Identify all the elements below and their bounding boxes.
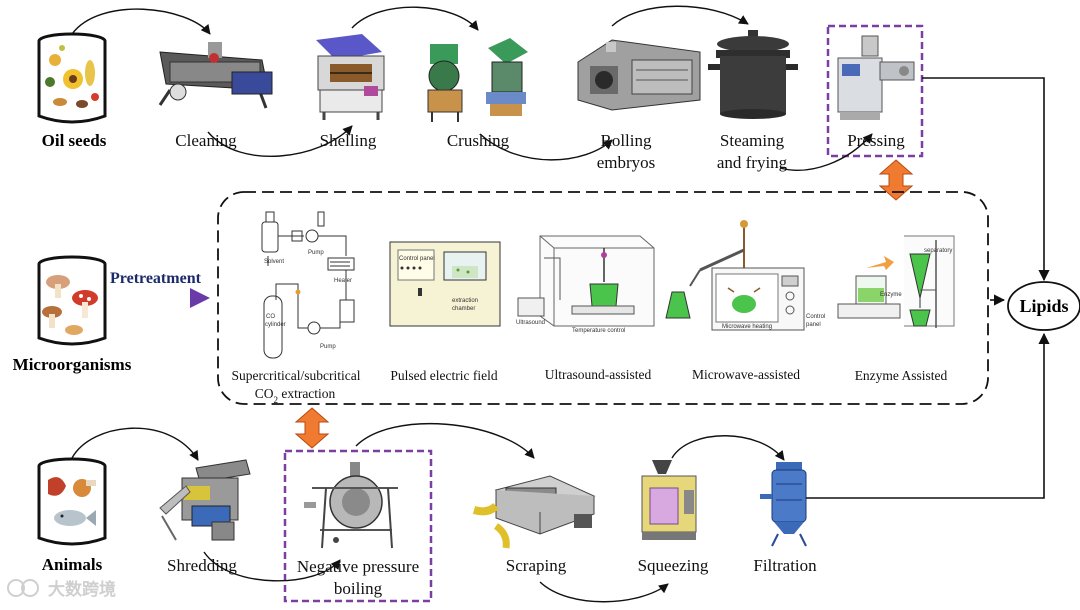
negative-pressure-highlight-box — [283, 449, 433, 603]
step-boiling-label: boiling — [334, 579, 383, 598]
source-microorganisms-bucket — [37, 255, 107, 346]
extraction-tiny-label: extraction — [452, 298, 478, 304]
flow-arrow-filtration-lipids — [806, 332, 1050, 499]
double-arrow-top-icon — [878, 159, 914, 201]
pump1-tiny-label: Pump — [308, 250, 324, 256]
filtration-unit-icon — [760, 462, 807, 547]
pretreatment-methods-container — [217, 191, 989, 405]
step-steaming-label: Steaming — [720, 131, 785, 150]
step-filtration-label: Filtration — [753, 556, 817, 575]
flow-arrow-squeezing-filtration — [671, 435, 785, 461]
press-machine-icon — [837, 35, 915, 120]
rolling-machine-icon — [577, 39, 701, 111]
separatory-tiny-label: separatory — [924, 248, 952, 254]
control-panel-tiny-label: Control panel — [399, 256, 435, 262]
microorganisms-label: Microorganisms — [13, 355, 132, 374]
step-pressing-label: Pressing — [847, 131, 905, 150]
enzyme-tiny-label: Enzyme — [880, 292, 902, 298]
step-rolling-label: Rolling — [600, 131, 652, 150]
animals-label: Animals — [42, 555, 103, 574]
crushing-machine-icon — [427, 38, 528, 122]
watermark-text: 大数跨境 — [48, 579, 116, 600]
method-ultrasound-label: Ultrasound-assisted — [545, 367, 652, 382]
steaming-pot-icon — [708, 30, 798, 119]
flow-arrow-steaming-pressing — [779, 133, 873, 171]
flow-arrow-rolling-steaming — [611, 5, 749, 27]
pretreatment-label: Pretreatment — [110, 270, 202, 287]
lipids-label: Lipids — [1019, 296, 1068, 316]
scraping-machine-icon — [472, 475, 596, 549]
ultrasound-assisted-device-icon — [517, 235, 655, 327]
mw-panel-tiny-label: panel — [806, 322, 821, 328]
step-squeezing-label: Squeezing — [638, 556, 709, 575]
double-arrow-bottom-icon — [294, 407, 330, 449]
enzyme-assisted-device-icon — [837, 235, 955, 328]
heater-tiny-label: Heater — [334, 278, 352, 284]
flow-arrow-cleaning-shelling — [207, 125, 353, 157]
microwave-assisted-device-icon — [665, 220, 805, 331]
squeezing-press-icon — [641, 460, 697, 540]
cylinder-tiny-label: cylinder — [265, 322, 286, 328]
flow-arrow-scraping-squeezing — [539, 581, 669, 603]
cleaning-machine-icon — [158, 42, 273, 109]
flow-arrow-animals-shredding — [71, 427, 199, 461]
flow-arrow-crushing-rolling — [479, 133, 613, 161]
step-negative-pressure-label: Negative pressure — [297, 557, 419, 576]
solvent-tiny-label: Solvent — [264, 259, 284, 265]
step-frying-label: and frying — [717, 153, 788, 172]
method-pulsed-electric-field-label: Pulsed electric field — [390, 368, 497, 383]
temperature-control-tiny-label: Temperature control — [572, 328, 625, 334]
flow-arrow-seeds-cleaning — [71, 8, 211, 35]
step-embryos-label: embryos — [597, 153, 656, 172]
shredding-machine-icon — [159, 459, 251, 541]
source-oil-seeds-bucket — [37, 32, 107, 124]
step-shelling-label: Shelling — [320, 131, 377, 150]
method-enzyme-label: Enzyme Assisted — [855, 368, 948, 383]
pressing-highlight-box — [826, 24, 924, 158]
pulsed-electric-field-device-icon — [389, 241, 501, 327]
pump2-tiny-label: Pump — [320, 344, 336, 350]
mw-control-tiny-label: Control — [806, 314, 825, 320]
co2-tiny-label: CO — [266, 314, 275, 320]
negative-pressure-boiler-icon — [304, 462, 398, 549]
step-cleaning-label: Cleaning — [175, 131, 237, 150]
method-microwave-label: Microwave-assisted — [692, 367, 800, 382]
step-crushing-label: Crushing — [447, 131, 510, 150]
ultrasound-tiny-label: Ultrasound — [516, 320, 545, 326]
method-supercritical-label: Supercritical/subcritical — [232, 368, 361, 383]
step-shredding-label: Shredding — [167, 556, 237, 575]
flow-arrow-boiling-scraping — [355, 423, 535, 459]
step-scraping-label: Scraping — [506, 556, 567, 575]
source-animals-bucket — [37, 457, 107, 546]
chamber-tiny-label: chamber — [452, 306, 475, 312]
flow-arrow-shelling-crushing — [351, 6, 479, 31]
shelling-machine-icon — [316, 34, 385, 120]
flow-arrow-pressing-lipids — [922, 77, 1050, 282]
supercritical-co2-schematic-icon — [261, 211, 355, 359]
microwave-heating-tiny-label: Microwave heating — [722, 324, 772, 330]
oil-seeds-label: Oil seeds — [42, 131, 107, 150]
method-co2-extraction-label: CO2 extraction — [255, 386, 336, 405]
flow-arrow-shredding-boiling — [203, 551, 341, 582]
lipids-node — [1007, 281, 1080, 331]
watermark-logo-icon — [7, 579, 39, 597]
